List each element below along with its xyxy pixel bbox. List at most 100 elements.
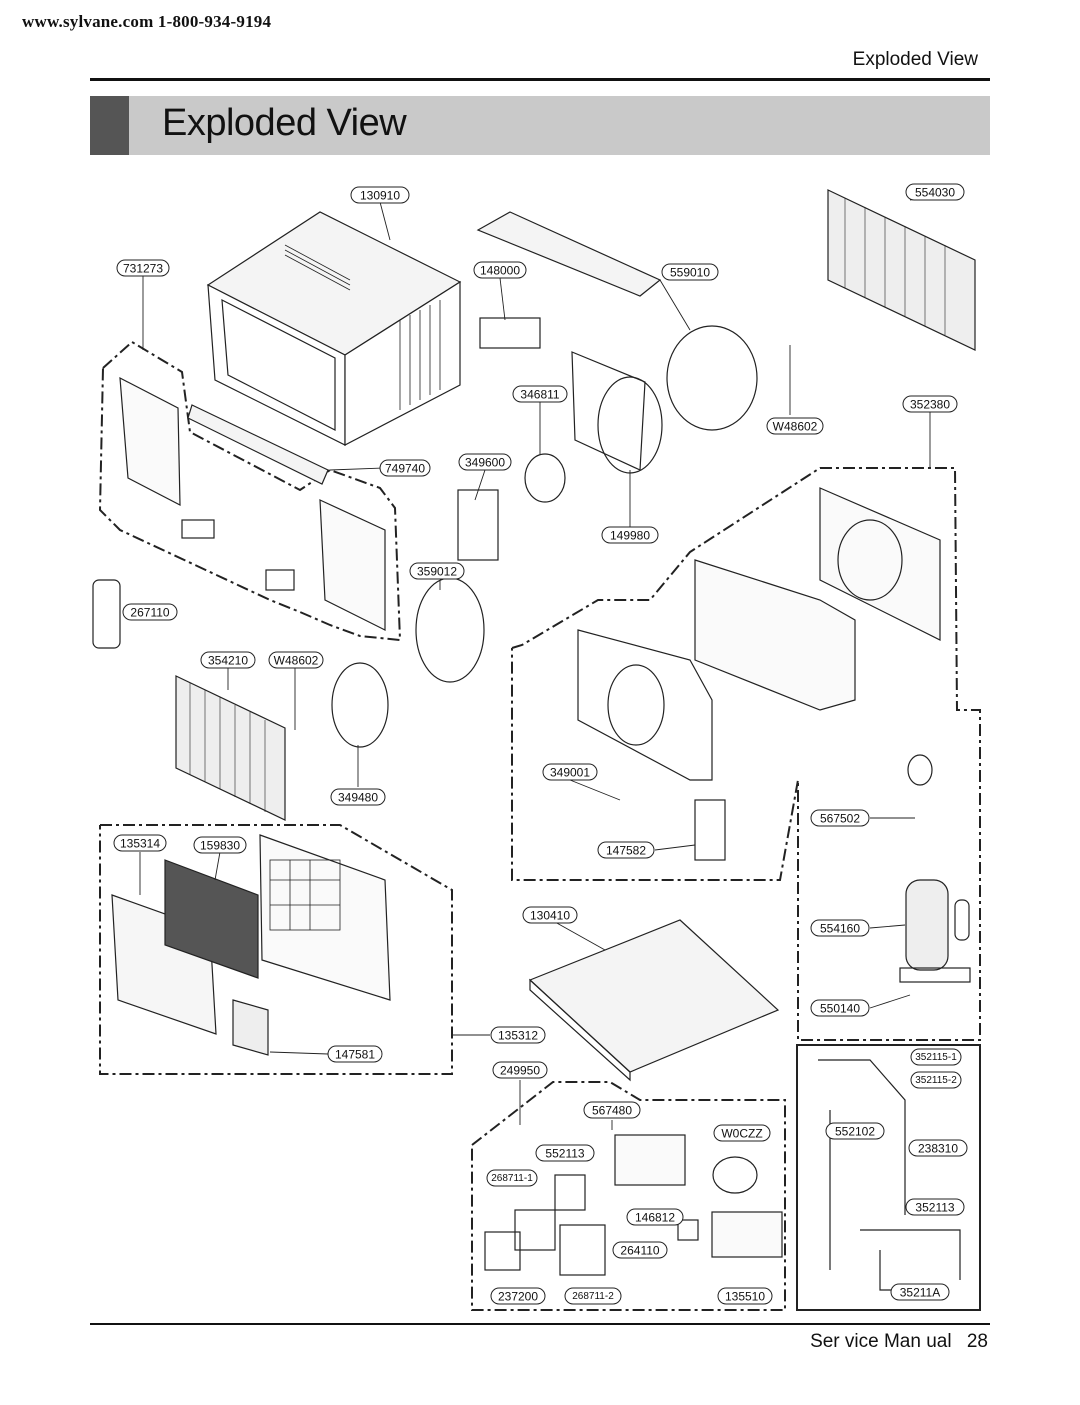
website-header: www.sylvane.com 1-800-934-9194 <box>22 12 272 31</box>
part-callout: 148000 <box>473 261 527 279</box>
part-callout: 349600 <box>458 453 512 471</box>
part-callout-box <box>473 261 527 279</box>
part-number-label: 135314 <box>120 837 160 851</box>
part-callout-box <box>910 1071 962 1089</box>
part-callout: 147581 <box>327 1045 383 1063</box>
part-callout-box <box>116 259 170 277</box>
leader-lines <box>123 194 936 1130</box>
part-number-label: 559010 <box>670 266 710 280</box>
part-number-label: 135312 <box>498 1029 538 1043</box>
part-callout-box <box>910 1048 962 1066</box>
top-duct-drawing <box>476 211 662 297</box>
part-callout: 146812 <box>626 1208 684 1226</box>
part-number-label: 268711-2 <box>572 1291 614 1302</box>
part-callout: 264110 <box>612 1241 668 1259</box>
part-number-label: 35211A <box>900 1286 940 1300</box>
part-callout-box <box>890 1283 950 1301</box>
part-callout-box <box>522 906 578 924</box>
part-callout: 135510 <box>717 1287 773 1305</box>
part-number-label: 567480 <box>592 1104 632 1118</box>
part-number-label: 352115-2 <box>915 1075 957 1086</box>
part-number-label: 352113 <box>915 1201 954 1215</box>
part-callout-box <box>905 183 965 201</box>
part-callout-box <box>490 1026 546 1044</box>
part-callout-box <box>542 763 598 781</box>
part-number-label: W48602 <box>773 420 818 434</box>
part-callout: 554030 <box>905 183 965 201</box>
part-callout: 135314 <box>113 834 167 852</box>
air-guide-group <box>511 467 981 1041</box>
part-number-label: 148000 <box>480 264 520 278</box>
part-callout: 267110 <box>122 603 178 621</box>
part-callout-box <box>810 919 870 937</box>
control-box-group <box>471 1081 786 1311</box>
fan-motor-drawing <box>524 453 566 503</box>
part-number-label: 552113 <box>545 1147 584 1161</box>
part-callout: 731273 <box>116 259 170 277</box>
page-number: 28 <box>966 1331 988 1352</box>
part-callout-box <box>661 263 719 281</box>
compressor-drawing <box>899 754 971 983</box>
part-callout: 567480 <box>583 1101 641 1119</box>
part-callout-box <box>810 999 870 1017</box>
manual-label: Ser vice Man ual <box>810 1331 952 1352</box>
remote-drawing <box>92 579 121 649</box>
part-number-label: 349480 <box>338 791 378 805</box>
part-number-label: W0CZZ <box>721 1127 762 1141</box>
part-callout-box <box>713 1124 771 1142</box>
part-callout: 552113 <box>535 1144 595 1162</box>
part-callout: 349001 <box>542 763 598 781</box>
part-callout-box <box>717 1287 773 1305</box>
part-callout: W48602 <box>268 651 324 669</box>
part-callout-box <box>583 1101 641 1119</box>
part-number-label: 159830 <box>200 839 240 853</box>
section-title: Exploded View <box>852 49 978 70</box>
part-callout-box <box>200 651 256 669</box>
part-callout-box <box>535 1144 595 1162</box>
part-callout-box <box>350 186 410 204</box>
propeller-fan-drawing <box>666 325 758 431</box>
part-number-label: 349600 <box>465 456 505 470</box>
part-callout-box <box>113 834 167 852</box>
part-callout: 130910 <box>350 186 410 204</box>
part-callout-box <box>825 1122 885 1140</box>
piping-group <box>796 1044 981 1311</box>
part-number-label: 146812 <box>635 1211 675 1225</box>
part-callout: 147582 <box>597 841 655 859</box>
part-number-label: 237200 <box>498 1290 538 1304</box>
part-callout: 749740 <box>379 459 431 477</box>
part-callout: 135312 <box>490 1026 546 1044</box>
part-callout: 359012 <box>409 562 465 580</box>
part-number-label: 346811 <box>520 388 559 402</box>
part-callout-box <box>512 385 568 403</box>
fan-shroud-drawing <box>571 351 646 471</box>
part-callout: 238310 <box>908 1139 968 1157</box>
bracket-148000-drawing <box>479 317 541 349</box>
page-title: Exploded View <box>162 102 407 144</box>
part-number-label: 550140 <box>820 1002 860 1016</box>
part-callout-box <box>330 788 386 806</box>
exploded-view-diagram: 130910 554030 731273 148000 559010 346811 3523… <box>92 183 981 1311</box>
part-callout: 352115-2 <box>910 1071 962 1089</box>
part-callout-box <box>490 1287 546 1305</box>
part-callout-box <box>908 1139 968 1157</box>
part-callout: 346811 <box>512 385 568 403</box>
part-number-label: 352380 <box>910 398 950 412</box>
part-number-label: 731273 <box>123 262 163 276</box>
part-callout-box <box>379 459 431 477</box>
part-labels: 130910 554030 731273 148000 559010 346811 3523… <box>113 183 968 1305</box>
part-number-label: 554160 <box>820 922 860 936</box>
part-callout-box <box>458 453 512 471</box>
left-curtain-group <box>98 340 402 642</box>
part-callout: 352380 <box>902 395 958 413</box>
part-callout-box <box>766 417 824 435</box>
part-callout: 554160 <box>810 919 870 937</box>
part-callout: 550140 <box>810 999 870 1017</box>
banner-accent-block <box>90 96 129 155</box>
part-callout: 35211A <box>890 1283 950 1301</box>
footer-rule <box>90 1323 990 1325</box>
part-callout: 559010 <box>661 263 719 281</box>
header-rule <box>90 78 990 81</box>
front-grille-group <box>99 824 453 1075</box>
part-callout-box <box>597 841 655 859</box>
